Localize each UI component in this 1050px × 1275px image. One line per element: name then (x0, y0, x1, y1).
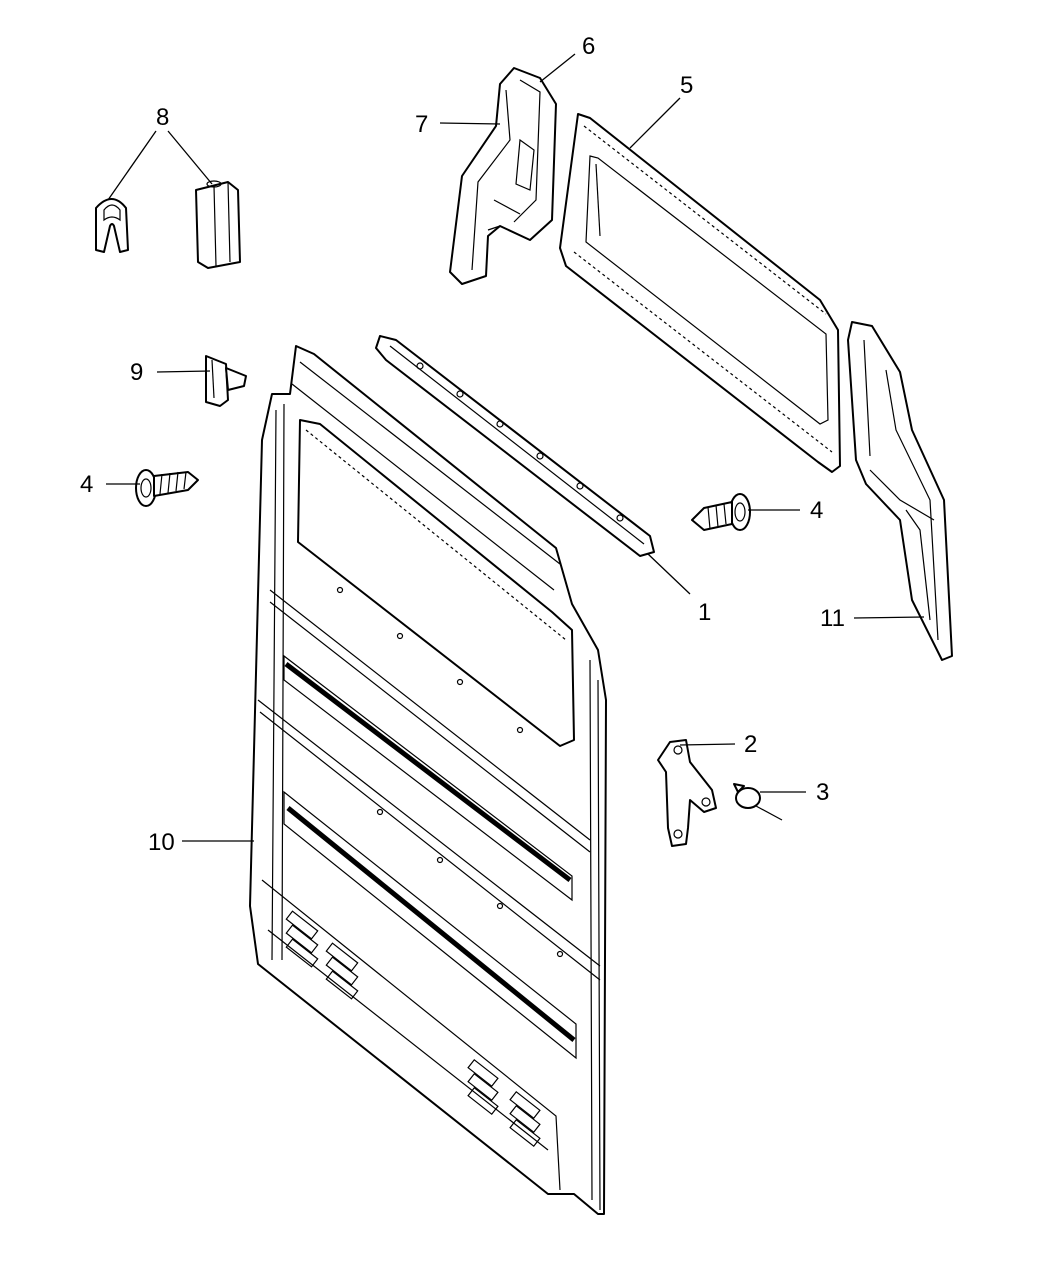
callout-10: 10 (148, 829, 175, 856)
part-4-screw-right (691, 493, 751, 531)
part-8-clips (95, 180, 241, 269)
part-1-rail (375, 335, 655, 557)
callouts: 6 7 5 8 9 4 4 1 11 2 3 10 (80, 33, 845, 856)
part-6-7-pillar (449, 67, 557, 285)
part-11-pillar (847, 321, 953, 661)
callout-11: 11 (820, 605, 845, 632)
part-5-upper-panel (559, 113, 841, 473)
callout-4-right: 4 (810, 497, 823, 524)
callout-7: 7 (415, 111, 428, 138)
part-4-screw-left (135, 469, 199, 507)
callout-4-left: 4 (80, 471, 93, 498)
part-2-bracket (657, 739, 717, 847)
callout-8: 8 (156, 104, 169, 131)
part-10-bulkhead (249, 345, 607, 1215)
callout-5: 5 (680, 72, 693, 99)
callout-1: 1 (698, 599, 711, 626)
callout-6: 6 (582, 33, 595, 60)
part-9-bracket (205, 355, 247, 407)
callout-3: 3 (816, 779, 829, 806)
callout-9: 9 (130, 359, 143, 386)
part-3-pin (733, 783, 783, 821)
callout-2: 2 (744, 731, 757, 758)
leader-lines (106, 53, 925, 842)
